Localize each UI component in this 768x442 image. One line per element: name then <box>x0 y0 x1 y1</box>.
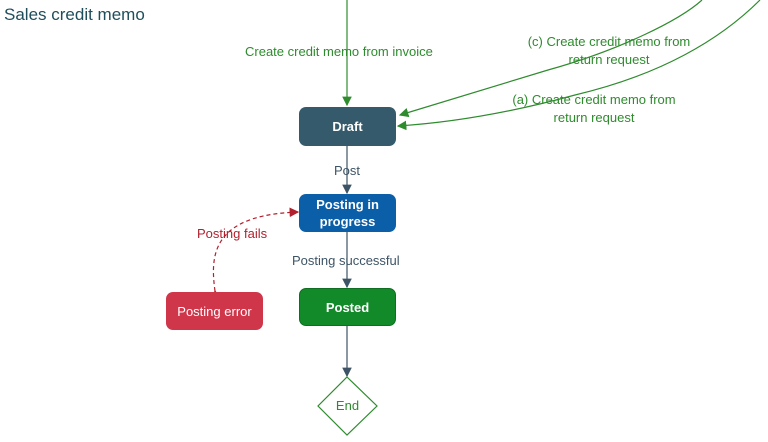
edge-from-return-c-line <box>398 0 703 118</box>
edge-from-return-a-line <box>396 0 761 131</box>
posting-error-node: Posting error <box>166 292 263 330</box>
edge-label-from-invoice: Create credit memo from invoice <box>245 44 433 59</box>
posting-in-progress-node: Posting in progress <box>299 194 396 232</box>
edge-label-from-return-c: (c) Create credit memo from return reque… <box>527 34 691 67</box>
diagram-title: Sales credit memo <box>4 5 145 24</box>
draft-node: Draft <box>299 107 396 146</box>
edge-label-posting-fails: Posting fails <box>197 226 268 241</box>
edge-label-post: Post <box>334 163 361 178</box>
end-node-shape <box>317 376 378 436</box>
edge-label-posting-successful: Posting successful <box>292 253 400 268</box>
end-node-label: End <box>335 398 360 413</box>
edge-posting-fails-line <box>211 207 300 300</box>
posted-node: Posted <box>299 288 396 326</box>
edge-label-from-return-a: (a) Create credit memo from return reque… <box>512 92 676 125</box>
